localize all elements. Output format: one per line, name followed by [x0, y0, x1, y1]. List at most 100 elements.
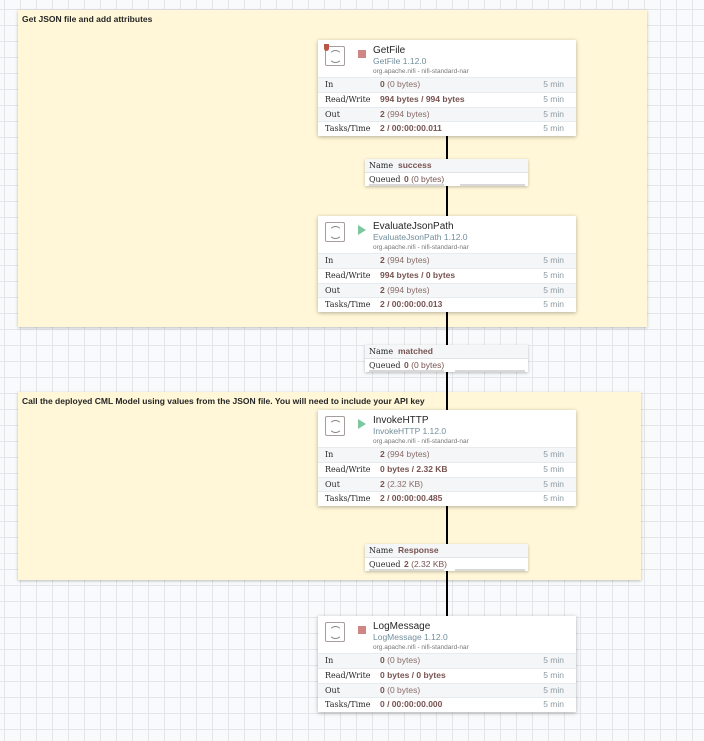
stat-row-readwrite: Read/Write 0 bytes / 2.32 KB 5 min [318, 461, 576, 477]
stat-row-tasks: Tasks/Time 0 / 00:00:00.000 5 min [318, 697, 576, 712]
stat-value: 0 bytes / 0 bytes [380, 669, 446, 680]
stat-row-tasks: Tasks/Time 2 / 00:00:00.013 5 min [318, 297, 576, 312]
stat-label: Tasks/Time [325, 494, 371, 504]
stopped-icon [358, 626, 366, 634]
stat-label: Tasks/Time [325, 700, 371, 710]
connection-name: Response [398, 545, 439, 555]
stat-time: 5 min [543, 269, 564, 280]
stat-value: 2 (2.32 KB) [380, 478, 424, 489]
stat-label: Read/Write [325, 270, 371, 280]
stat-value: 0 (0 bytes) [380, 684, 421, 695]
processor-name: InvokeHTTP [373, 415, 429, 426]
label-text: Get JSON file and add attributes [22, 14, 153, 24]
processor-logmessage[interactable]: LogMessage LogMessage 1.12.0 org.apache.… [318, 616, 576, 713]
stat-row-out: Out 0 (0 bytes) 5 min [318, 682, 576, 698]
queue-bar [455, 569, 525, 571]
processor-name: LogMessage [373, 621, 431, 632]
processor-icon [325, 622, 345, 642]
stat-time: 5 min [543, 284, 564, 295]
name-key: Name [369, 347, 394, 356]
processor-invokehttp[interactable]: InvokeHTTP InvokeHTTP 1.12.0 org.apache.… [318, 410, 576, 507]
queued-key: Queued [369, 175, 401, 184]
stopped-icon [358, 50, 366, 58]
processor-icon [325, 46, 345, 66]
processor-icon [325, 222, 345, 242]
queued-key: Queued [369, 361, 401, 370]
queue-bar [460, 184, 525, 186]
connection-name: matched [398, 346, 433, 356]
processor-evaluatejsonpath[interactable]: EvaluateJsonPath EvaluateJsonPath 1.12.0… [318, 216, 576, 313]
stat-value: 994 bytes / 0 bytes [380, 269, 456, 280]
processor-icon [325, 416, 345, 436]
queue-bar [369, 569, 444, 571]
stat-time: 5 min [543, 123, 564, 134]
processor-bundle: org.apache.nifi - nifi-standard-nar [373, 68, 469, 75]
processor-type: EvaluateJsonPath 1.12.0 [373, 232, 468, 242]
stat-value: 2 (994 bytes) [380, 108, 430, 119]
stat-row-out: Out 2 (994 bytes) 5 min [318, 106, 576, 122]
connection-name: success [398, 160, 432, 170]
processor-bundle: org.apache.nifi - nifi-standard-nar [373, 644, 469, 651]
queued-value: 0 (0 bytes) [404, 360, 445, 370]
queued-value: 2 (2.32 KB) [404, 559, 448, 569]
name-key: Name [369, 546, 394, 555]
stat-row-in: In 2 (994 bytes) 5 min [318, 253, 576, 268]
stat-value: 2 (994 bytes) [380, 284, 430, 295]
stat-time: 5 min [543, 93, 564, 104]
queued-value: 0 (0 bytes) [404, 174, 445, 184]
stat-time: 5 min [543, 299, 564, 310]
stat-label: In [325, 450, 334, 459]
queue-bar [369, 184, 444, 186]
stat-time: 5 min [543, 255, 564, 265]
stat-label: Tasks/Time [325, 124, 371, 134]
stat-time: 5 min [543, 684, 564, 695]
stat-time: 5 min [543, 699, 564, 710]
queued-key: Queued [369, 560, 401, 569]
stat-value: 2 / 00:00:00.011 [380, 123, 442, 134]
stat-label: Out [325, 685, 340, 695]
processor-type: GetFile 1.12.0 [373, 56, 427, 66]
stat-label: Tasks/Time [325, 300, 371, 310]
stat-time: 5 min [543, 493, 564, 504]
running-icon [358, 419, 366, 429]
stat-time: 5 min [543, 449, 564, 459]
stat-row-readwrite: Read/Write 994 bytes / 0 bytes 5 min [318, 267, 576, 283]
stat-value: 2 / 00:00:00.485 [380, 493, 443, 504]
stat-time: 5 min [543, 478, 564, 489]
stat-label: Out [325, 479, 340, 489]
stat-label: In [325, 80, 334, 89]
queue-bar [455, 370, 525, 372]
stat-label: In [325, 256, 334, 265]
queue-bar [369, 370, 444, 372]
stat-label: In [325, 656, 334, 665]
stat-value: 0 (0 bytes) [380, 79, 421, 89]
bulletin-icon[interactable] [324, 44, 329, 51]
stat-row-tasks: Tasks/Time 2 / 00:00:00.485 5 min [318, 491, 576, 506]
stat-value: 0 / 00:00:00.000 [380, 699, 443, 710]
stat-label: Out [325, 109, 340, 119]
stat-label: Read/Write [325, 94, 371, 104]
stat-time: 5 min [543, 108, 564, 119]
stat-value: 2 (994 bytes) [380, 449, 430, 459]
stat-time: 5 min [543, 463, 564, 474]
stat-row-in: In 2 (994 bytes) 5 min [318, 447, 576, 462]
stat-label: Read/Write [325, 670, 371, 680]
stat-value: 0 bytes / 2.32 KB [380, 463, 448, 474]
stat-value: 0 (0 bytes) [380, 655, 421, 665]
processor-type: InvokeHTTP 1.12.0 [373, 426, 447, 436]
processor-bundle: org.apache.nifi - nifi-standard-nar [373, 244, 469, 251]
stat-time: 5 min [543, 669, 564, 680]
running-icon [358, 225, 366, 235]
processor-bundle: org.apache.nifi - nifi-standard-nar [373, 438, 469, 445]
label-text: Call the deployed CML Model using values… [22, 396, 425, 406]
stat-label: Read/Write [325, 464, 371, 474]
processor-getfile[interactable]: GetFile GetFile 1.12.0 org.apache.nifi -… [318, 40, 576, 137]
stat-value: 2 / 00:00:00.013 [380, 299, 443, 310]
stat-value: 2 (994 bytes) [380, 255, 430, 265]
